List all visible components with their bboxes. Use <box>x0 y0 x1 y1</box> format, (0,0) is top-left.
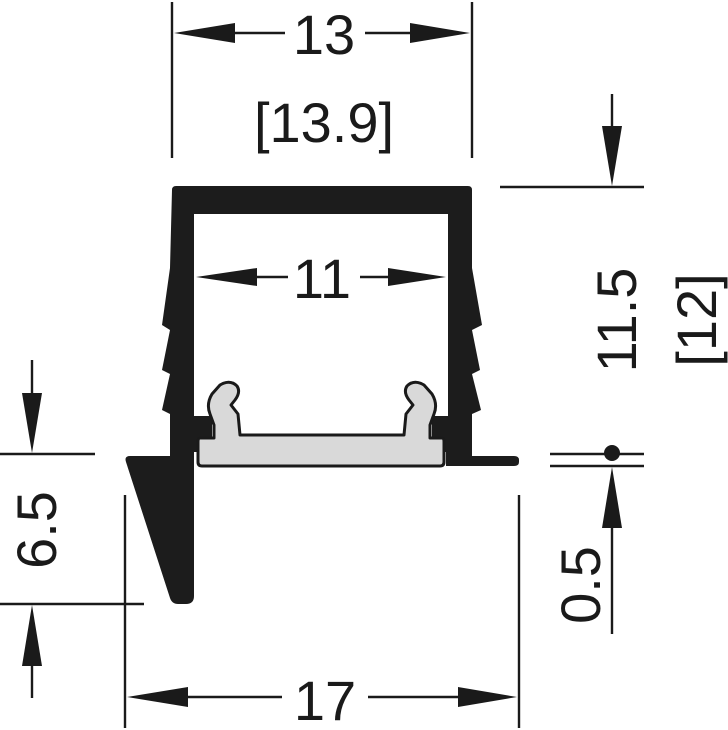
dimension-label-6-5: 6.5 <box>5 491 68 569</box>
dimension-label-13-9: [13.9] <box>254 91 394 154</box>
diffuser-insert <box>196 380 446 468</box>
arrow-up-icon <box>22 605 42 666</box>
dimension-overall-width: 17 <box>123 495 521 730</box>
arrow-left-icon <box>174 23 235 43</box>
aluminium-profile <box>125 186 519 604</box>
dimension-lip-thickness: 0.5 <box>549 445 644 634</box>
dimension-label-11-5: 11.5 <box>585 268 648 373</box>
arrow-up-icon <box>602 467 622 528</box>
arrow-right-icon <box>410 23 470 43</box>
dimension-label-13: 13 <box>293 3 355 66</box>
dimension-label-11: 11 <box>293 247 351 310</box>
dot-marker-icon <box>604 445 620 461</box>
dimension-label-0-5: 0.5 <box>549 546 612 624</box>
dimension-label-12: [12] <box>665 273 728 366</box>
dimension-inner-width: 11 <box>196 247 446 310</box>
dimension-flange-depth: 6.5 <box>0 360 144 698</box>
arrow-right-icon <box>388 268 446 286</box>
dimension-label-17: 17 <box>294 669 356 730</box>
dimension-height: 11.5 [12] <box>500 94 728 372</box>
dimension-top-width: 13 [13.9] <box>170 2 474 158</box>
arrow-down-icon <box>22 393 42 453</box>
arrow-left-icon <box>196 268 257 286</box>
arrow-right-icon <box>458 687 517 707</box>
arrow-left-icon <box>127 687 188 707</box>
arrow-down-icon <box>602 126 622 186</box>
